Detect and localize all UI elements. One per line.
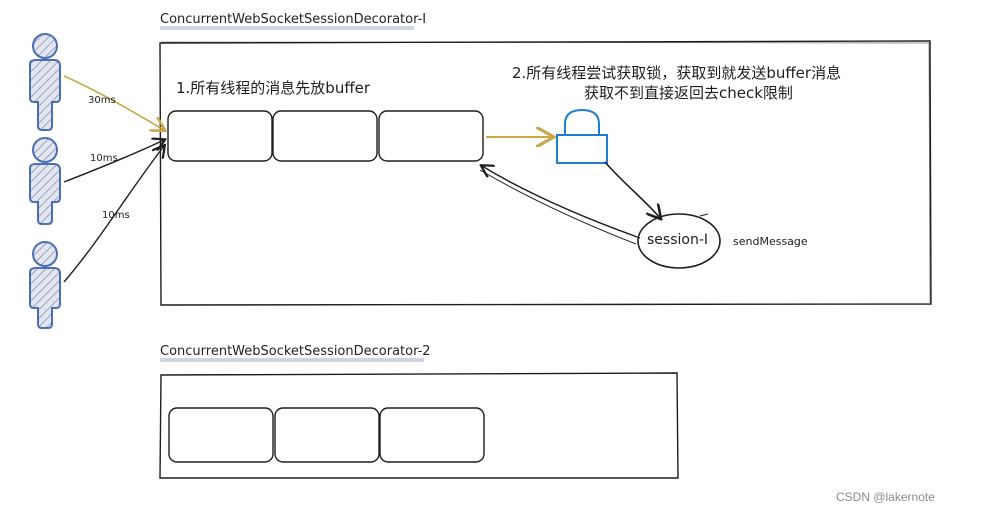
lock-icon — [557, 110, 607, 163]
buffer-cell — [169, 408, 273, 462]
frame-2-title: ConcurrentWebSocketSessionDecorator-2 — [160, 344, 431, 359]
buffer-cell — [379, 111, 483, 161]
user-icon — [30, 138, 60, 224]
user-icon — [30, 242, 60, 328]
step-2-note-line-2: 获取不到直接返回去check限制 — [584, 84, 793, 103]
session-label: session-I — [647, 232, 708, 248]
user-icon — [30, 34, 60, 130]
frame-1-title: ConcurrentWebSocketSessionDecorator-I — [160, 12, 426, 27]
step-1-note: 1.所有线程的消息先放buffer — [176, 79, 370, 98]
arrow-lock-to-session — [605, 162, 660, 218]
buffer-cell — [275, 408, 379, 462]
watermark: CSDN @lakernote — [836, 490, 935, 504]
step-2-note-line-1: 2.所有线程尝试获取锁，获取到就发送buffer消息 — [512, 64, 841, 83]
decorator-frame-2 — [160, 360, 678, 478]
latency-label-user-3: 10ms — [102, 210, 130, 221]
buffer-queue-2 — [169, 408, 484, 462]
arrow-session-to-buffer — [482, 166, 640, 238]
session-method-label: sendMessage — [733, 235, 808, 248]
buffer-cell — [273, 111, 377, 161]
buffer-cell — [380, 408, 484, 462]
latency-label-user-2: 10ms — [90, 153, 118, 164]
latency-label-user-1: 30ms — [88, 95, 116, 106]
buffer-cell — [168, 111, 272, 161]
buffer-queue-1 — [168, 111, 483, 161]
